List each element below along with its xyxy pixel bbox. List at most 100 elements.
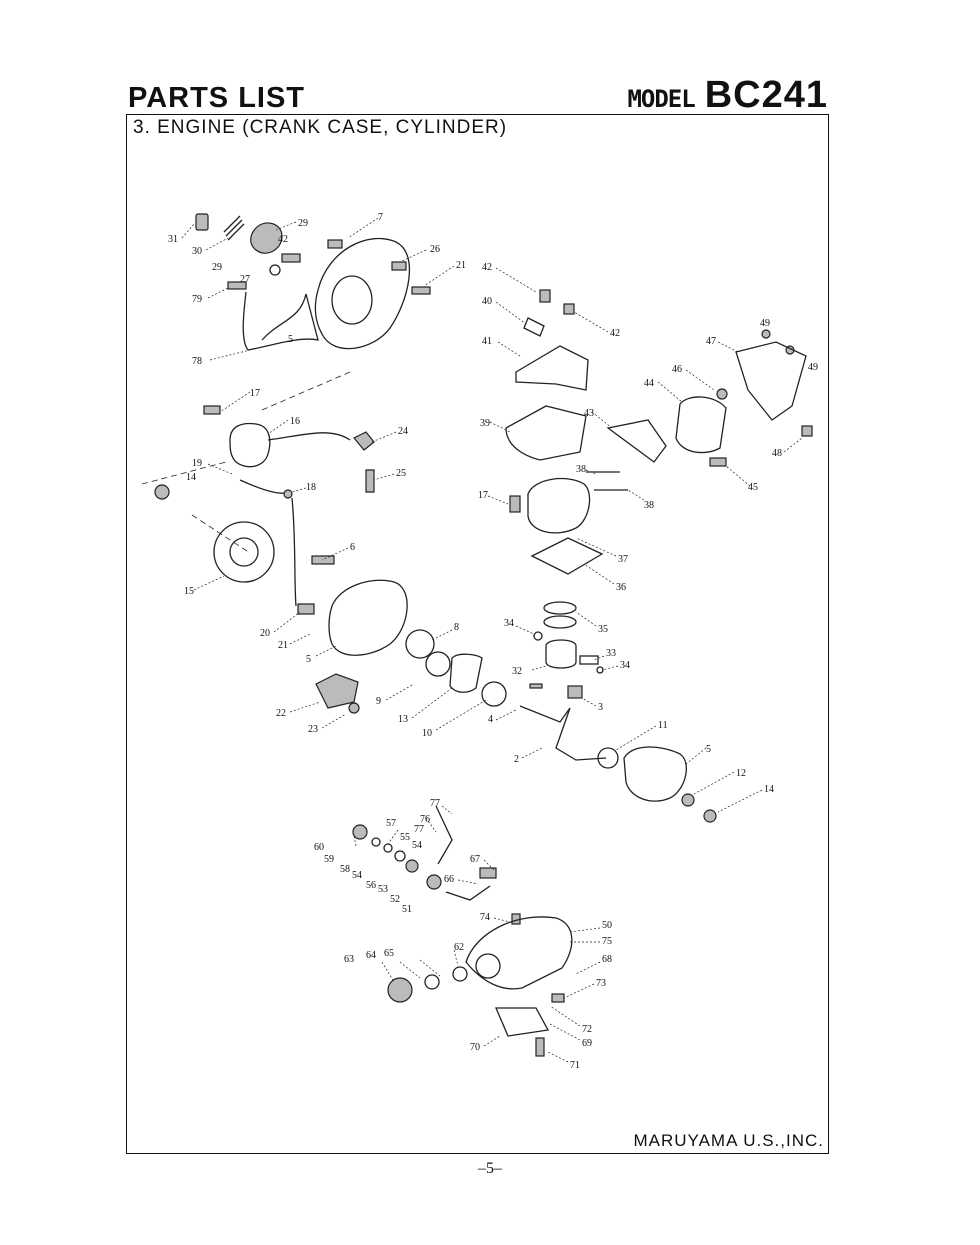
spring-part <box>223 215 245 241</box>
leader-line <box>457 879 479 885</box>
callout-label: 22 <box>276 708 286 719</box>
carburetor-part <box>465 916 573 990</box>
leader-line <box>275 221 297 231</box>
leader-line <box>493 917 511 923</box>
stop-wire-part <box>291 497 297 607</box>
callout-label: 34 <box>620 660 630 671</box>
filter-part <box>424 974 440 990</box>
callout-label: 18 <box>306 482 316 493</box>
leader-line <box>725 465 751 487</box>
callout-label: 17 <box>250 388 260 399</box>
flywheel-part <box>213 521 275 583</box>
crankshaft-part <box>519 705 607 761</box>
leader-line <box>549 1005 581 1027</box>
piston-pin-part <box>579 655 599 665</box>
callout-label: 27 <box>240 274 250 285</box>
leader-line <box>435 699 487 731</box>
callout-label: 34 <box>504 618 514 629</box>
leader-line <box>219 391 251 413</box>
key-part <box>529 683 543 689</box>
callout-label: 56 <box>366 880 376 891</box>
callout-label: 62 <box>454 942 464 953</box>
callout-label: 57 <box>386 818 396 829</box>
callout-label: 71 <box>570 1060 580 1071</box>
air-cleaner-cap-part <box>387 977 413 1003</box>
choke-cable-part <box>445 885 491 901</box>
callout-label: 11 <box>658 720 668 731</box>
bearing-part <box>481 681 507 707</box>
plug-cap-part <box>353 431 375 451</box>
clip-part <box>596 666 604 674</box>
diagram-frame: 3. ENGINE (CRANK CASE, CYLINDER) MARUYAM… <box>126 114 829 1154</box>
callout-label: 74 <box>480 912 490 923</box>
callout-label: 68 <box>602 954 612 965</box>
callout-label: 44 <box>644 378 654 389</box>
callout-label: 39 <box>480 418 490 429</box>
nipple-part <box>426 874 442 890</box>
callout-label: 77 <box>414 824 424 835</box>
bracket-part <box>495 1007 550 1037</box>
leader-line <box>385 683 415 701</box>
callout-label: 33 <box>606 648 616 659</box>
seal-part <box>394 850 406 862</box>
callout-label: 6 <box>350 542 355 553</box>
leader-line <box>321 713 347 729</box>
guide-line <box>261 371 351 411</box>
leader-line <box>207 463 233 475</box>
leader-line <box>419 959 441 977</box>
callout-label: 25 <box>396 468 406 479</box>
callout-label: 19 <box>192 458 202 469</box>
leader-line <box>267 419 289 435</box>
callout-label: 29 <box>212 262 222 273</box>
leader-line <box>321 547 349 561</box>
callout-label: 43 <box>584 408 594 419</box>
leader-line <box>575 537 617 557</box>
leader-line <box>601 665 619 671</box>
guide-line <box>141 461 227 485</box>
leader-line <box>399 249 427 263</box>
callout-label: 35 <box>598 624 608 635</box>
callout-label: 42 <box>278 234 288 245</box>
callout-leaders <box>181 217 803 1063</box>
washer-part <box>269 264 281 276</box>
callout-label: 59 <box>324 854 334 865</box>
leader-line <box>563 983 595 999</box>
grommet-part <box>283 489 293 499</box>
callout-label: 41 <box>482 336 492 347</box>
leader-line <box>685 369 715 391</box>
leader-line <box>205 237 229 251</box>
callout-label: 53 <box>378 884 388 895</box>
callout-label: 31 <box>168 234 178 245</box>
callout-label: 49 <box>760 318 770 329</box>
leader-line <box>487 495 509 505</box>
callout-label: 42 <box>610 328 620 339</box>
callout-label: 10 <box>422 728 432 739</box>
leader-line <box>717 789 763 813</box>
washer-part <box>383 843 393 853</box>
screw-part <box>327 239 343 249</box>
nut-part <box>154 484 170 500</box>
callout-label: 5 <box>706 744 711 755</box>
callout-label: 54 <box>412 840 422 851</box>
model-code: BC241 <box>704 74 828 116</box>
leader-line <box>495 267 537 293</box>
leader-line <box>495 709 517 721</box>
leader-line <box>593 655 605 661</box>
callout-label: 21 <box>456 260 466 271</box>
callout-label: 54 <box>352 870 362 881</box>
callout-label: 37 <box>618 554 628 565</box>
leader-line <box>353 835 357 847</box>
callout-label: 46 <box>672 364 682 375</box>
cylinder-gasket-part <box>530 537 604 575</box>
leader-line <box>575 961 601 975</box>
fan-cover-group <box>195 213 431 351</box>
callout-label: 13 <box>398 714 408 725</box>
callout-label: 67 <box>470 854 480 865</box>
ground-wire-part <box>239 479 289 494</box>
callout-labels: 31 30 29 29 27 42 7 26 21 79 78 5 42 40 … <box>168 212 818 1071</box>
leader-line <box>717 341 739 353</box>
leader-line <box>531 665 547 671</box>
callout-label: 3 <box>598 702 603 713</box>
